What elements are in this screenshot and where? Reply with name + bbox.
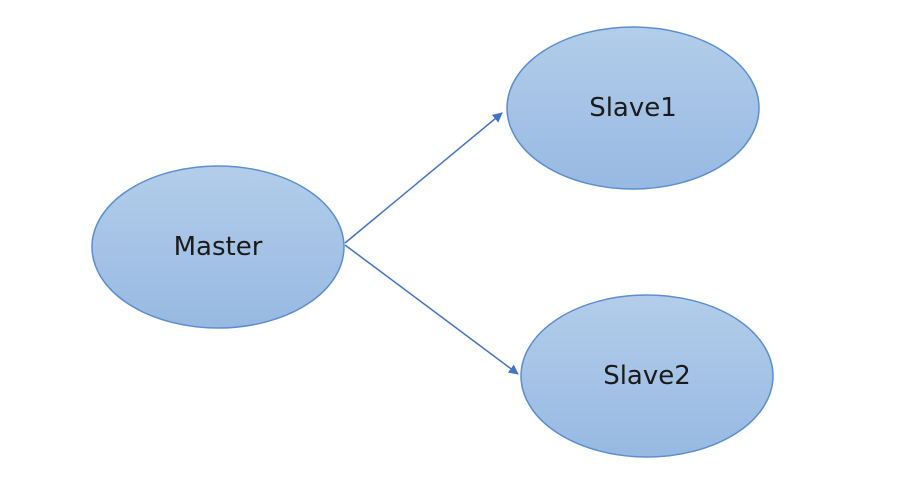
node-master: Master (91, 165, 345, 329)
node-master-label: Master (174, 232, 263, 262)
node-slave1-shape (506, 26, 760, 190)
node-slave1: Slave1 (506, 26, 760, 190)
node-slave2-label: Slave2 (603, 361, 691, 391)
node-slave2-shape (520, 294, 774, 458)
node-slave2: Slave2 (520, 294, 774, 458)
edge-master-to-slave1 (344, 112, 503, 244)
edge-master-to-slave2 (344, 244, 519, 375)
node-slave1-label: Slave1 (589, 93, 677, 123)
node-master-shape (91, 165, 345, 329)
